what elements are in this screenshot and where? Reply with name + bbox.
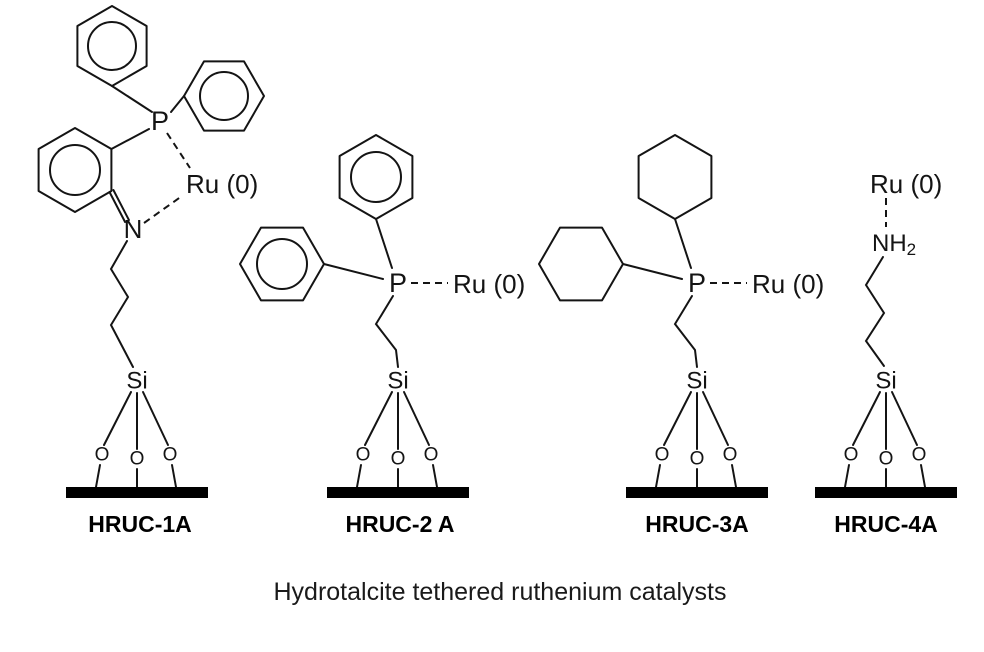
- silica-anchor: [326, 366, 470, 499]
- structure-hruc-3a: P Ru (0) HRUC-3A: [538, 134, 824, 537]
- alkyl-chain: [374, 295, 399, 368]
- silica-anchor: [65, 366, 209, 499]
- ruthenium-atom-label: Ru (0): [870, 169, 942, 199]
- aromatic-circle: [199, 71, 249, 121]
- silica-anchor: [814, 366, 958, 499]
- cyclohexyl-p-bond: [622, 263, 683, 280]
- imine-double-bond: [108, 191, 127, 223]
- phenyl-p-bond: [111, 85, 153, 113]
- phenyl-ring: [239, 226, 325, 302]
- structure-hruc-4a: Ru (0) NH2 HRUC-4A: [814, 169, 958, 537]
- n-ru-dashed-bond: [143, 195, 183, 224]
- structure-hruc-2a: P Ru (0) HRUC-2 A: [239, 134, 525, 537]
- aromatic-circle: [49, 144, 101, 196]
- alkyl-chain: [673, 295, 698, 368]
- structure-label-hruc-4a: HRUC-4A: [834, 511, 938, 537]
- aromatic-circle: [256, 238, 308, 290]
- amine-group-label: NH2: [872, 230, 916, 259]
- phosphorus-atom-label: P: [688, 268, 706, 298]
- structure-label-hruc-1a: HRUC-1A: [88, 511, 192, 537]
- amine-subscript: 2: [907, 240, 916, 259]
- aromatic-circle: [350, 151, 402, 203]
- structure-label-hruc-2a: HRUC-2 A: [345, 511, 454, 537]
- ruthenium-atom-label: Ru (0): [453, 269, 525, 299]
- figure-caption: Hydrotalcite tethered ruthenium catalyst…: [274, 578, 727, 606]
- amine-nh-label: NH: [872, 230, 907, 257]
- imine-double-bond: [112, 189, 130, 221]
- structure-hruc-1a: P Ru (0) N HRUC-1A: [37, 5, 265, 537]
- alkyl-chain: [864, 256, 886, 367]
- phenyl-p-bond: [323, 263, 384, 280]
- structure-label-hruc-3a: HRUC-3A: [645, 511, 749, 537]
- alkyl-chain: [109, 240, 134, 368]
- phenyl-p-bond: [375, 218, 393, 269]
- p-ru-dashed-bond: [166, 132, 191, 169]
- phenyl-p-bond: [170, 95, 185, 113]
- nitrogen-atom-label: N: [124, 214, 143, 244]
- cyclohexyl-ring: [538, 226, 624, 302]
- aromatic-circle: [87, 21, 137, 71]
- phosphorus-atom-label: P: [151, 106, 169, 136]
- cyclohexyl-ring: [637, 134, 713, 220]
- ruthenium-atom-label: Ru (0): [186, 169, 258, 199]
- aryl-p-bond: [110, 128, 150, 150]
- ruthenium-atom-label: Ru (0): [752, 269, 824, 299]
- cyclohexyl-p-bond: [674, 218, 692, 269]
- silica-anchor: [625, 366, 769, 499]
- phosphorus-atom-label: P: [389, 268, 407, 298]
